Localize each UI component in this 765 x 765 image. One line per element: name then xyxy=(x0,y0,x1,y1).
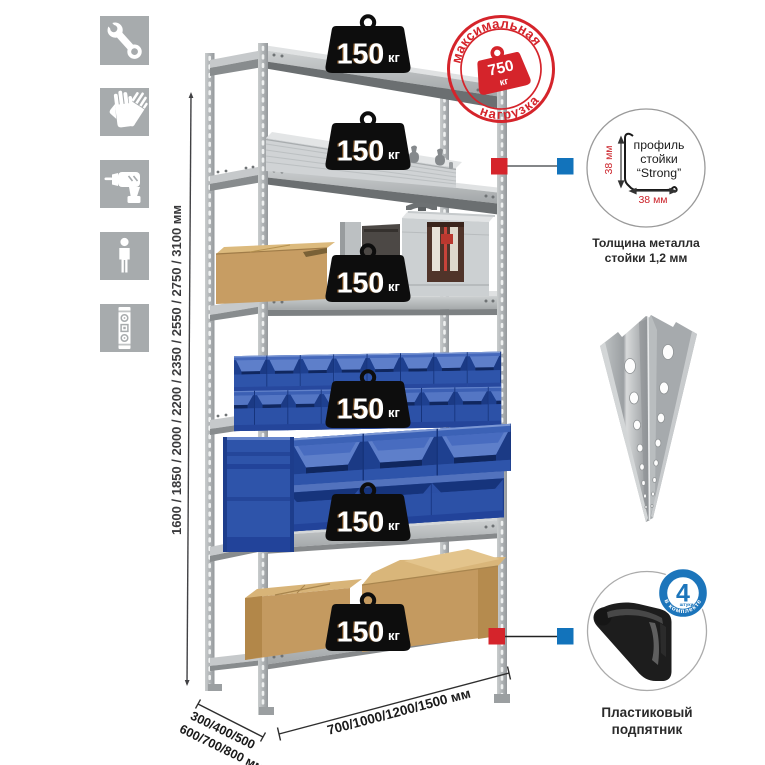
svg-text:Пластиковый: Пластиковый xyxy=(601,705,692,720)
svg-text:стойки: стойки xyxy=(640,152,678,166)
svg-text:4: 4 xyxy=(676,580,690,608)
svg-text:профиль: профиль xyxy=(634,138,685,152)
svg-text:штуки: штуки xyxy=(680,602,694,607)
svg-text:“Strong”: “Strong” xyxy=(637,166,681,180)
svg-text:38 мм: 38 мм xyxy=(638,194,667,206)
svg-text:750: 750 xyxy=(486,57,515,79)
svg-text:Толщина металла: Толщина металла xyxy=(592,236,700,250)
svg-text:1600 / 1850 / 2000 / 2200 / 23: 1600 / 1850 / 2000 / 2200 / 2350 / 2550 … xyxy=(169,205,184,535)
svg-text:подпятник: подпятник xyxy=(612,722,683,737)
svg-text:кг: кг xyxy=(499,76,510,89)
svg-text:стойки 1,2 мм: стойки 1,2 мм xyxy=(605,251,688,265)
svg-text:38 мм: 38 мм xyxy=(603,145,615,174)
